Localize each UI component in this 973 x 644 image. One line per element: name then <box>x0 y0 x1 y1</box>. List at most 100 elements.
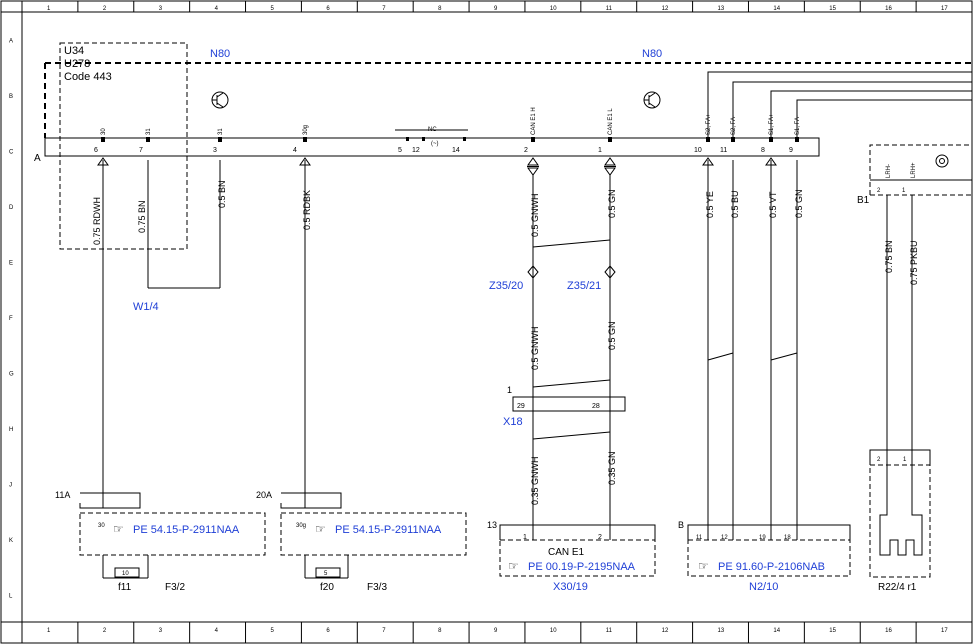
grid-column-label: 8 <box>438 628 442 634</box>
pin-arrows <box>97 157 777 176</box>
connector-a-marker: A <box>34 153 41 164</box>
wire-label: 0.75 BN <box>884 240 894 273</box>
fuse-f20 <box>315 567 341 578</box>
pe-x30-19-link[interactable]: PE 00.19-P-2195NAA <box>528 561 636 573</box>
x18-pin29: 29 <box>517 403 525 410</box>
grid-column-label: 6 <box>326 628 330 634</box>
wire-label: 0.5 VT <box>768 191 778 218</box>
f20-label: f20 <box>320 582 334 593</box>
x30-pin1: 1 <box>523 534 527 541</box>
wire-label: 0.5 GN <box>607 321 617 350</box>
grid-column-label: 11 <box>606 628 613 634</box>
u34-label: U34 <box>64 45 84 57</box>
grid-column-label: 17 <box>941 6 948 12</box>
wire-set <box>102 160 913 540</box>
grid-column-labels: 1122334455667788991010111112121313141415… <box>21 1 948 643</box>
grid-column-label: 2 <box>103 628 107 634</box>
n2-pin: 12 <box>721 535 728 541</box>
grid-row-label: B <box>9 94 13 100</box>
transistor-icon <box>643 91 661 109</box>
pin-30g-label: 30g <box>296 523 306 529</box>
wire-label: 0.5 GNWH <box>530 193 540 237</box>
grid-column-label: 13 <box>718 6 725 12</box>
x18-pin1: 1 <box>507 385 512 395</box>
svg-text:(~): (~) <box>431 141 439 147</box>
wire-label: 0.75 BN <box>137 200 147 233</box>
pe-f3-2-link[interactable]: PE 54.15-P-2911NAA <box>133 524 240 536</box>
u34-code-box <box>59 42 188 250</box>
f3-2-fuse-box <box>79 512 266 556</box>
connector-pin-label: 30 <box>101 128 107 135</box>
connector-pin-number: 7 <box>139 147 143 154</box>
grid-column-label: 3 <box>159 6 163 12</box>
wire-label: 0.5 GNWH <box>530 326 540 370</box>
pe-f3-3-link[interactable]: PE 54.15-P-2911NAA <box>335 524 442 536</box>
grid-row-label: A <box>9 39 13 45</box>
n80-label-left: N80 <box>210 48 230 60</box>
wire-labels: 0.75 RDWH 0.75 BN 0.5 BN 0.5 RDBK 0.5 GN… <box>92 180 919 505</box>
connector-pin-label: 31 <box>218 128 224 135</box>
b1-pin: 1 <box>902 188 906 194</box>
nc-pin-group: NC (~) 5 12 14 <box>395 127 468 154</box>
connector-pin-number: 9 <box>789 147 793 154</box>
grid-column-label: 7 <box>382 6 386 12</box>
n80-label-right: N80 <box>642 48 662 60</box>
f3-3-fuse-box <box>280 512 467 556</box>
grid-column-label: 17 <box>941 628 948 634</box>
grid-column-label: 3 <box>159 628 163 634</box>
wire-label: 0.5 RDBK <box>302 190 312 230</box>
grid-column-label: 9 <box>494 628 498 634</box>
wire-label: 0.5 GN <box>607 189 617 218</box>
n2-10-module-box <box>687 539 851 577</box>
sensor-icon <box>935 154 949 168</box>
b1-marker: B1 <box>857 195 870 206</box>
connector-pin-label: CAN E1 L <box>608 108 614 135</box>
wire-label: 0.75 PKBU <box>909 240 919 285</box>
nc-pin: 12 <box>412 147 420 154</box>
wire-label: 0.5 BU <box>730 190 740 218</box>
grid-row-label: E <box>9 261 13 267</box>
grid-row-label: G <box>9 371 14 377</box>
nc-pin: 5 <box>398 147 402 154</box>
x30-19-label: X30/19 <box>553 581 588 593</box>
grid-column-label: 15 <box>829 628 836 634</box>
f11-terminal-label: 11A <box>55 490 70 500</box>
f11-label: f11 <box>118 582 132 593</box>
pe-n2-10-link[interactable]: PE 91.60-P-2106NAB <box>718 561 825 573</box>
connector-pin-number: 3 <box>213 147 217 154</box>
n2-pin: 11 <box>696 535 703 541</box>
grid-column-label: 6 <box>326 6 330 12</box>
reference-icon: ☞ <box>698 559 709 573</box>
nc-label: NC <box>428 127 437 133</box>
grid-row-label: D <box>9 205 14 211</box>
connector-pin-number: 6 <box>94 147 98 154</box>
pin-arrow-icon <box>527 167 539 176</box>
grid-column-label: 8 <box>438 6 442 12</box>
x30-19-number: 13 <box>487 520 497 530</box>
z35-20-label: Z35/20 <box>489 280 523 292</box>
f3-2-label: F3/2 <box>165 582 185 593</box>
connector-pin-number: 11 <box>720 147 727 154</box>
grid-row-label: C <box>9 150 14 156</box>
grid-column-label: 1 <box>47 6 51 12</box>
grid-column-label: 12 <box>662 628 669 634</box>
wire-label: 0.35 GNWH <box>530 456 540 505</box>
pin-arrow-icon <box>527 157 539 166</box>
r22-4-label: R22/4 r1 <box>878 582 917 593</box>
pin-arrow-icon <box>299 157 311 166</box>
wire-label: 0.5 BN <box>217 180 227 208</box>
b1-pin: 2 <box>877 188 881 194</box>
ground-w14-label: W1/4 <box>133 301 159 313</box>
grid-column-label: 14 <box>773 628 780 634</box>
reference-icon: ☞ <box>113 522 124 536</box>
wire-label: 0.35 GN <box>607 451 617 485</box>
r22-pin1: 1 <box>903 457 907 463</box>
grid-row-label: F <box>9 316 13 322</box>
x30-pin2: 2 <box>598 534 602 541</box>
grid-column-label: 5 <box>270 628 274 634</box>
grid-column-label: 16 <box>885 628 892 634</box>
grid-column-label: 16 <box>885 6 892 12</box>
